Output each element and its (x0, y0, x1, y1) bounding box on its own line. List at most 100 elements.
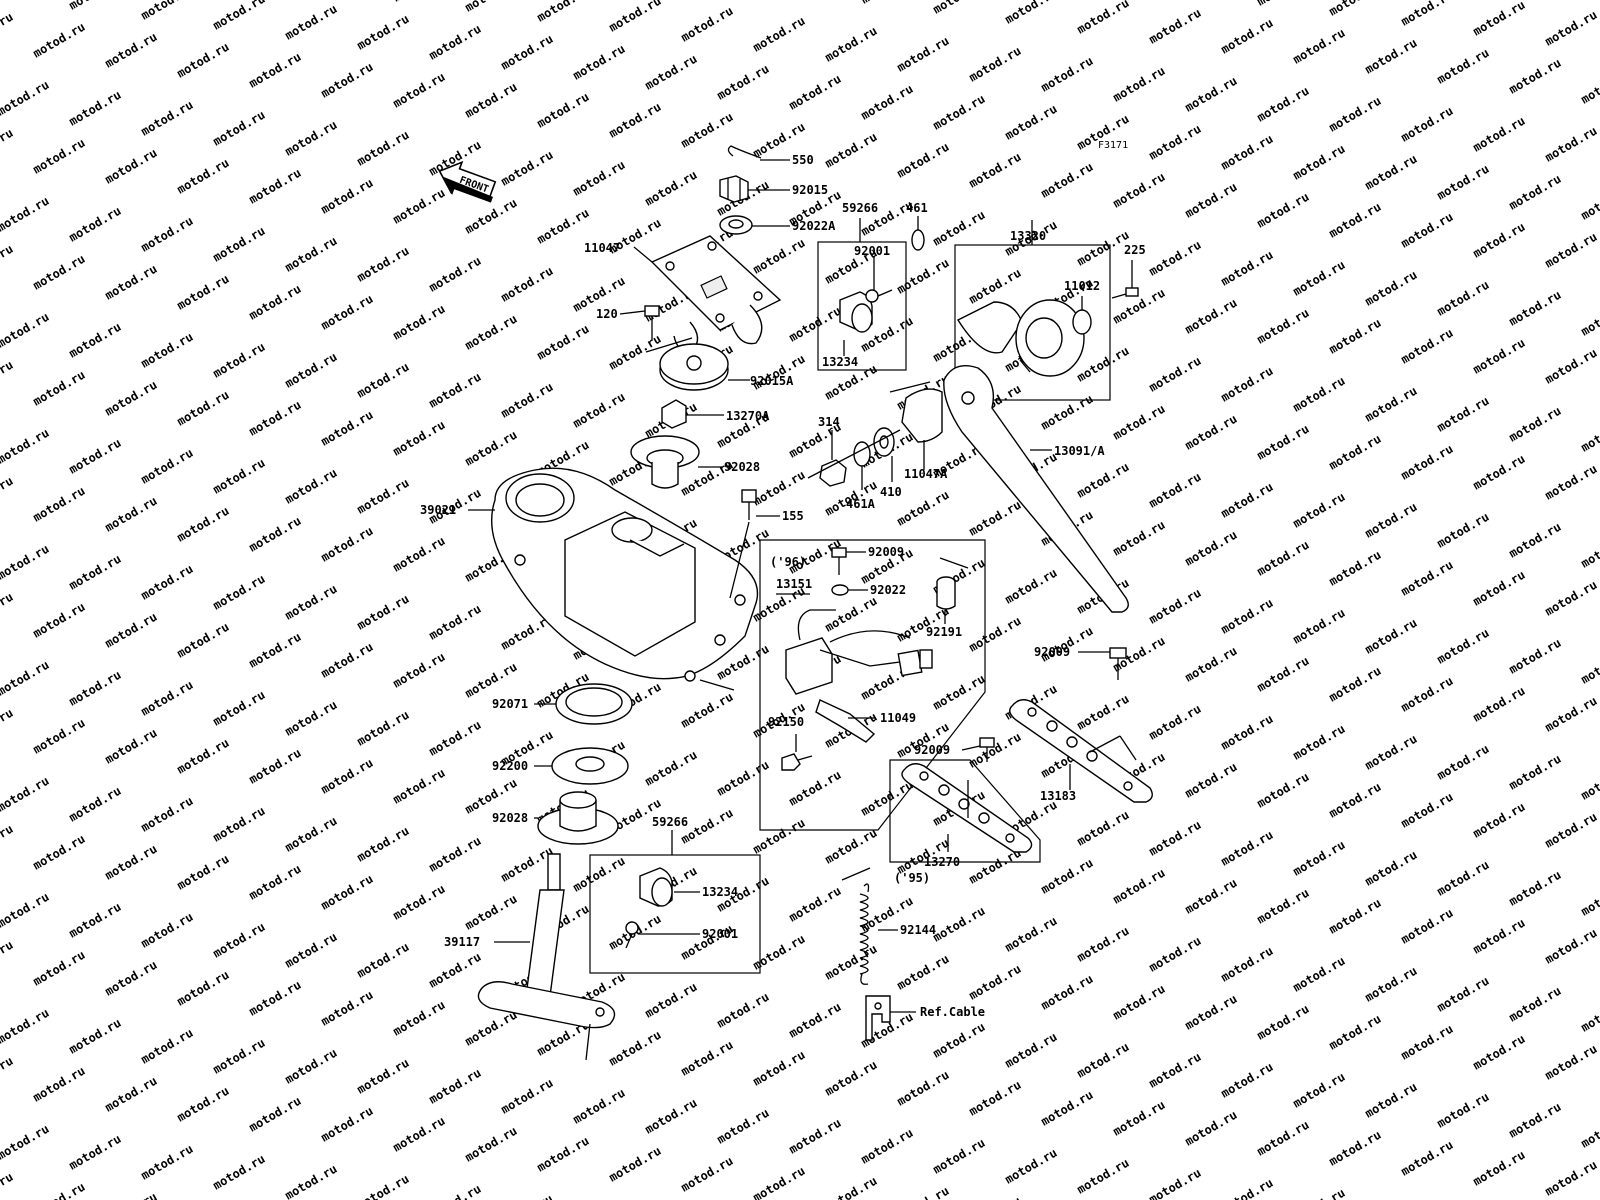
watermark-text: motod.ru (499, 264, 556, 305)
watermark-text: motod.ru (1003, 914, 1060, 955)
watermark-text: motod.ru (1219, 828, 1276, 869)
watermark-text: motod.ru (319, 176, 376, 217)
watermark-text: motod.ru (1327, 316, 1384, 357)
watermark-text: motod.ru (607, 332, 664, 373)
watermark-text: motod.ru (967, 266, 1024, 307)
watermark-text: motod.ru (1399, 0, 1456, 29)
figure-code: F3171 (1098, 140, 1128, 151)
watermark-text: motod.ru (139, 562, 196, 603)
watermark-text: motod.ru (247, 862, 304, 903)
watermark-text: motod.ru (67, 1132, 124, 1173)
watermark-text: motod.ru (1507, 752, 1564, 793)
watermark-text: motod.ru (319, 988, 376, 1029)
watermark-text: motod.ru (1507, 56, 1564, 97)
watermark-text: motod.ru (1399, 558, 1456, 599)
watermark-text: motod.ru (967, 498, 1024, 539)
watermark-text: motod.ru (1147, 702, 1204, 743)
watermark-text: motod.ru (211, 688, 268, 729)
watermark-text: motod.ru (283, 698, 340, 739)
watermark-text: motod.ru (499, 32, 556, 73)
watermark-text: motod.ru (31, 1180, 88, 1200)
bushing-92028-bottom (534, 791, 619, 845)
part-label-461A: 461A (846, 497, 876, 511)
watermark-text: motod.ru (1003, 102, 1060, 143)
watermark-text: motod.ru (427, 1066, 484, 1107)
watermark-text: motod.ru (1183, 74, 1240, 115)
watermark-text: motod.ru (1471, 0, 1528, 39)
watermark-text: motod.ru (1471, 220, 1528, 261)
watermark-text: motod.ru (1399, 906, 1456, 947)
watermark-text: motod.ru (1291, 258, 1348, 299)
watermark-text: motod.ru (823, 130, 880, 171)
watermark-text: motod.ru (1327, 1012, 1384, 1053)
part-label-59266-top: 59266 (842, 201, 878, 215)
part-label-13183: 13183 (1040, 789, 1076, 803)
watermark-text: motod.ru (0, 358, 16, 399)
watermark-text: motod.ru (1399, 104, 1456, 145)
steering-shaft-39117 (477, 853, 616, 1061)
watermark-text: motod.ru (0, 242, 16, 283)
watermark-text: motod.ru (679, 110, 736, 151)
watermark-text: motod.ru (1363, 732, 1420, 773)
watermark-text: motod.ru (1291, 374, 1348, 415)
watermark-text: motod.ru (283, 118, 340, 159)
watermark-text: motod.ru (283, 1046, 340, 1087)
watermark-text: motod.ru (1471, 1148, 1528, 1189)
watermark-text: motod.ru (463, 1124, 520, 1165)
valve-13234-top (839, 291, 873, 356)
watermark-text: motod.ru (0, 78, 52, 119)
watermark-text: motod.ru (0, 938, 16, 979)
watermark-text: motod.ru (895, 140, 952, 181)
watermark-text: motod.ru (1111, 866, 1168, 907)
watermark-text: motod.ru (1291, 954, 1348, 995)
watermark-text: motod.ru (1111, 286, 1168, 327)
watermark-text: motod.ru (1147, 818, 1204, 859)
watermark-text: motod.ru (1507, 520, 1564, 561)
clip-13270A (661, 399, 724, 429)
part-label-92015A: 92015A (750, 374, 794, 388)
cable-bracket-icon (865, 995, 916, 1041)
part-label-92001-top: 92001 (854, 244, 890, 258)
watermark-text: motod.ru (1327, 0, 1384, 19)
watermark-text: motod.ru (751, 236, 808, 277)
watermark-text: motod.ru (895, 952, 952, 993)
part-label-92022: 92022 (870, 583, 906, 597)
part-label-92200: 92200 (492, 759, 528, 773)
bolt-120 (619, 305, 693, 353)
watermark-text: motod.ru (1183, 760, 1240, 801)
watermark-text: motod.ru (283, 2, 340, 43)
watermark-text: motod.ru (1327, 780, 1384, 821)
watermark-text: motod.ru (1435, 742, 1492, 783)
watermark-text: motod.ru (499, 1192, 556, 1200)
watermark-text: motod.ru (1183, 992, 1240, 1033)
watermark-text: motod.ru (535, 322, 592, 363)
part-label-92191: 92191 (926, 625, 962, 639)
watermark-text: motod.ru (103, 610, 160, 651)
part-label-13270: 13270 (924, 855, 960, 869)
watermark-text: motod.ru (67, 204, 124, 245)
ball-joint-92001-bottom (625, 921, 700, 949)
watermark-text: motod.ru (1219, 364, 1276, 405)
watermark-text: motod.ru (1507, 288, 1564, 329)
watermark-text: motod.ru (0, 590, 16, 631)
watermark-text: motod.ru (1543, 810, 1600, 851)
watermark-text: motod.ru (967, 150, 1024, 191)
watermark-text: motod.ru (319, 640, 376, 681)
watermark-text: motod.ru (931, 904, 988, 945)
watermark-text: motod.ru (1507, 868, 1564, 909)
nut-314 (819, 430, 847, 487)
watermark-text: motod.ru (751, 932, 808, 973)
watermark-text: motod.ru (31, 252, 88, 293)
watermark-text: motod.ru (211, 340, 268, 381)
watermark-text: motod.ru (247, 746, 304, 787)
collar-92191 (936, 557, 969, 624)
watermark-text: motod.ru (1039, 856, 1096, 897)
watermark-text: motod.ru (1003, 1146, 1060, 1187)
watermark-text: motod.ru (247, 978, 304, 1019)
watermark-text: motod.ru (1543, 462, 1600, 503)
watermark-text: motod.ru (607, 100, 664, 141)
watermark-text: motod.ru (391, 302, 448, 343)
part-label-92009-a: 92009 (868, 545, 904, 559)
watermark-text: motod.ru (1435, 394, 1492, 435)
watermark-text: motod.ru (1039, 1088, 1096, 1129)
